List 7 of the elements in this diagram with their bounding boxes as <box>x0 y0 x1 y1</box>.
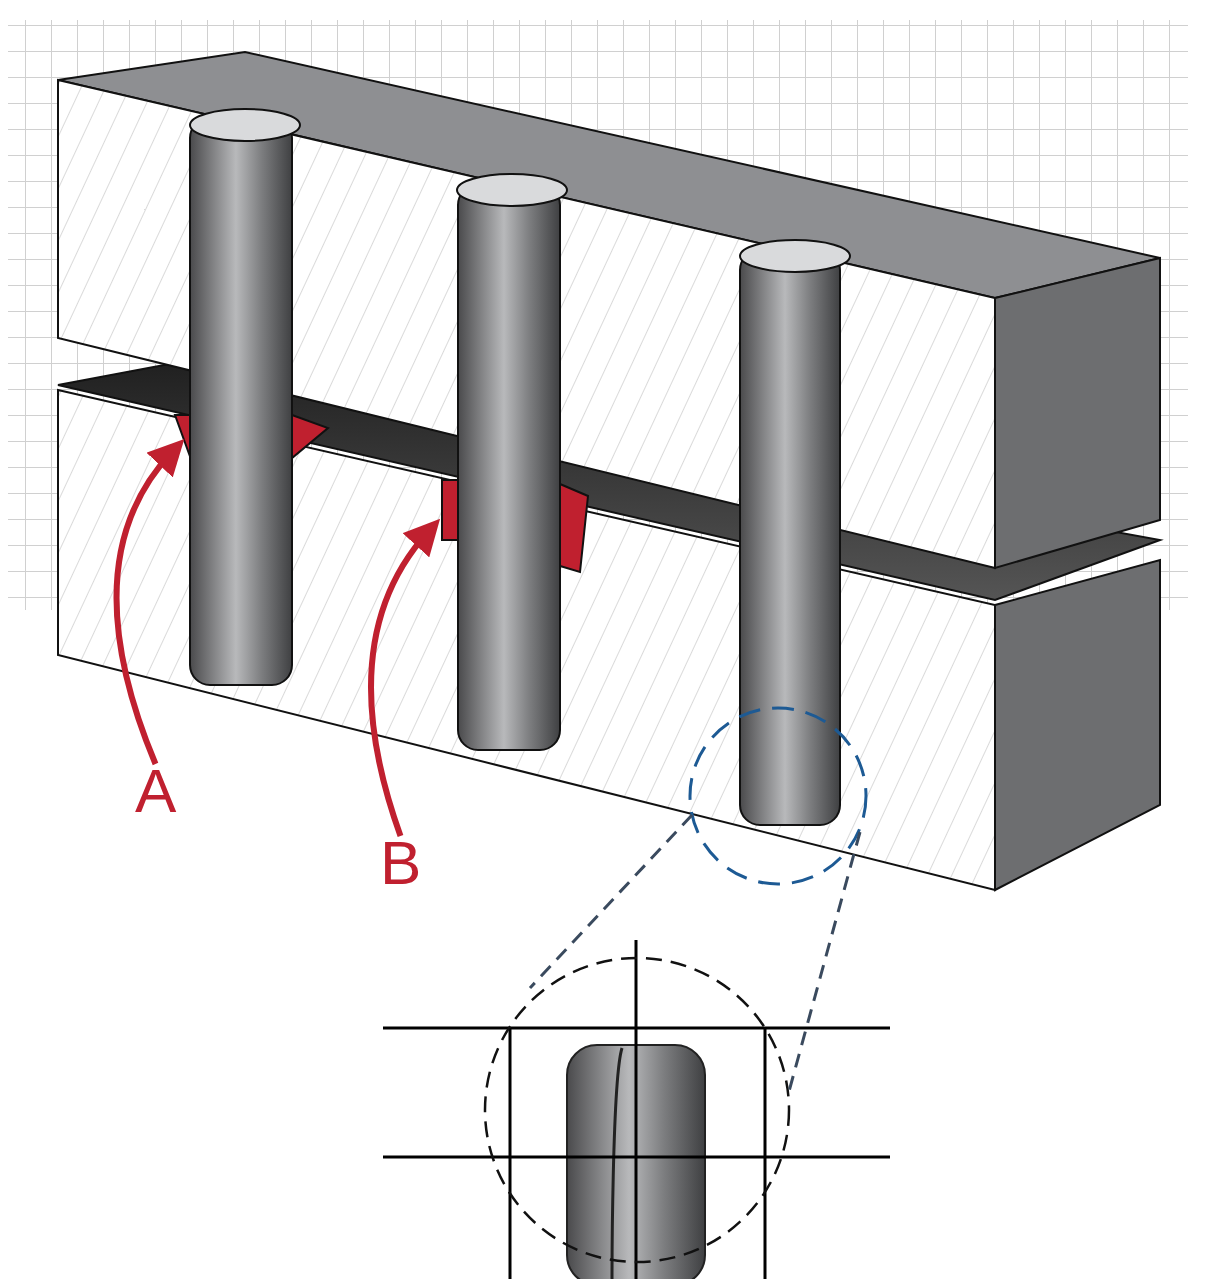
detail-view-drawing <box>381 938 892 1279</box>
callout-letter: B <box>380 832 422 894</box>
leader-arrow <box>113 438 184 766</box>
leader-arrow <box>368 518 440 837</box>
callout-letter: A <box>135 760 177 822</box>
projection-line <box>528 813 694 990</box>
detail-circle <box>688 706 868 886</box>
